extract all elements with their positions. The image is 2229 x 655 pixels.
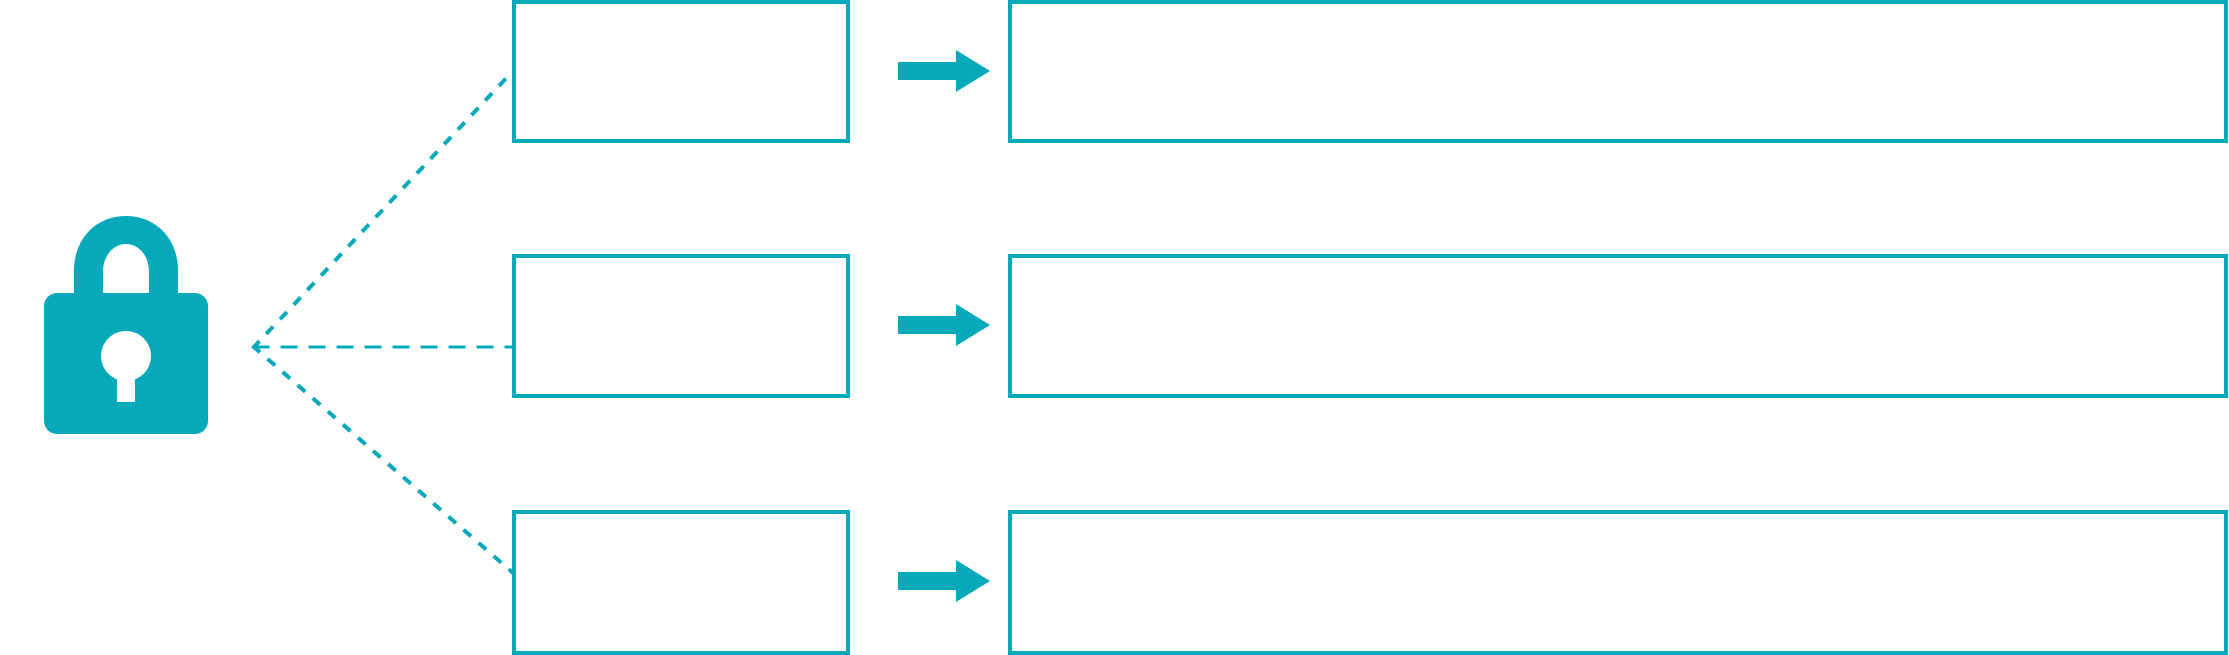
arrow-right-icon-row-3	[898, 560, 990, 602]
left-box-row-3[interactable]	[512, 510, 850, 655]
left-box-row-2[interactable]	[512, 254, 850, 398]
arrow-right-icon-row-2	[898, 304, 990, 346]
connector-line-row-3	[251, 344, 515, 575]
lock-icon	[44, 216, 208, 434]
left-box-row-1[interactable]	[512, 0, 850, 143]
right-box-row-2[interactable]	[1008, 254, 2228, 398]
right-box-row-3[interactable]	[1008, 510, 2228, 655]
right-box-row-1[interactable]	[1008, 0, 2228, 143]
connector-line-row-1	[251, 69, 515, 350]
arrow-right-icon-row-1	[898, 50, 990, 92]
